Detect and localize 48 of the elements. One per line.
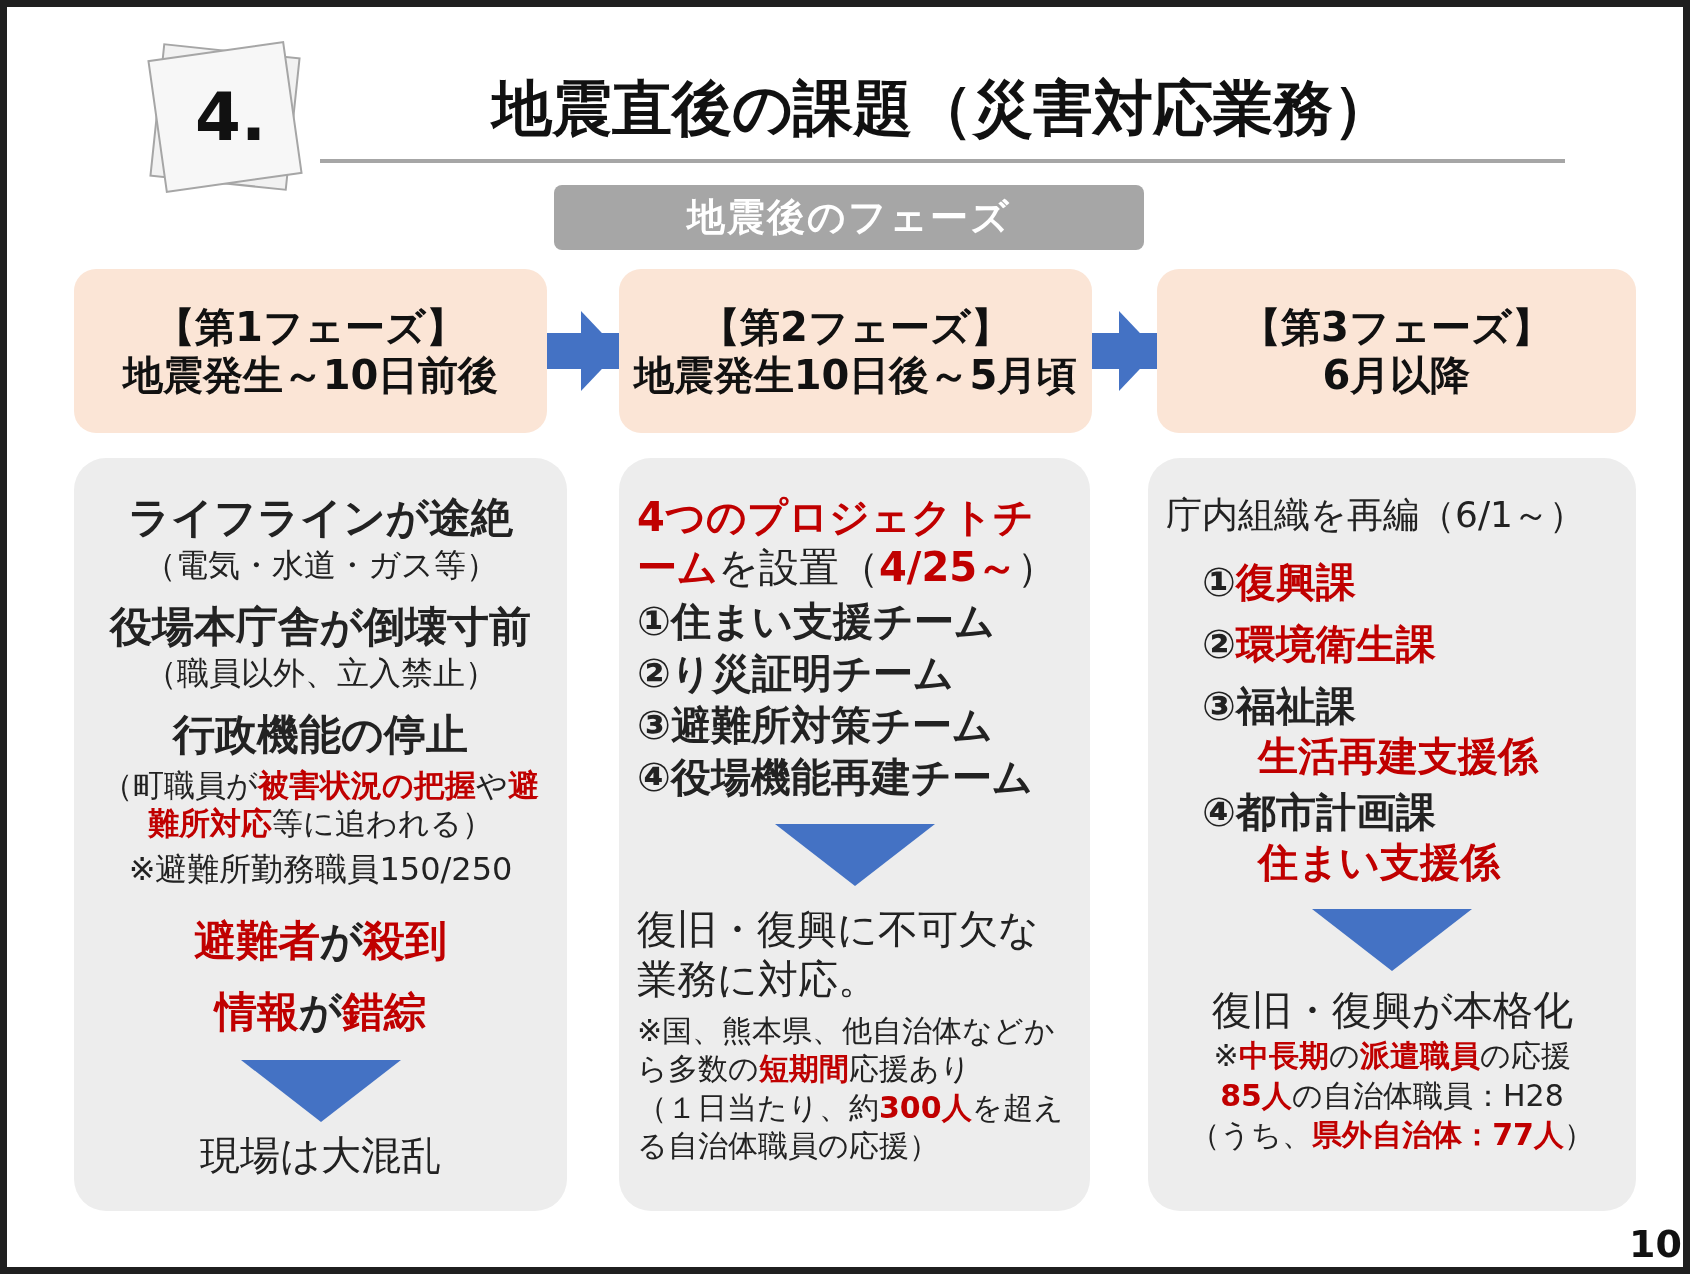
panel-text: 4つのプロジェクトチームを設置（4/25～） [637,493,1059,592]
phase-period: 地震発生10日後～5月頃 [633,351,1078,399]
panel-text: （電気・水道・ガス等） [142,544,499,585]
phase-heading: 【第3フェーズ】 [1240,303,1553,351]
arrow [547,311,619,391]
content-panel [619,458,1090,1211]
panel-text: ③避難所対策チーム [637,701,994,750]
panel-text: ①復興課 [1201,558,1357,607]
panel-text: ④都市計画課 [1201,788,1437,837]
panel-text: （町職員が被害状況の把握や避難所対応等に追われる） [101,765,540,843]
panel-text: 復旧・復興に不可欠な業務に対応。 [637,905,1040,1004]
header-text: 地震後のフェーズ [685,194,1012,241]
panel-text: ④役場機能再建チーム [637,753,1034,802]
phase-box [74,269,547,433]
phase-header-bar [554,185,1144,250]
section-number: 4. [195,85,266,151]
slide-title: 地震直後の課題（災害対応業務） [489,72,1394,145]
panel-text: 庁内組織を再編（6/1～） [1166,493,1586,537]
arrow [1092,311,1157,391]
phase-period: 6月以降 [1321,351,1472,399]
panel-text: ※中長期の派遣職員の応援 [1212,1037,1572,1075]
panel-text: 避難者が殺到 [193,915,448,967]
phase-box [1157,269,1636,433]
panel-text: 役場本庁舎が倒壊寸前 [108,600,532,653]
panel-text: 住まい支援係 [1256,838,1502,887]
panel-text: 行政機能の停止 [171,709,469,761]
panel-text: ②り災証明チーム [637,649,955,698]
content-panel [1148,458,1636,1211]
panel-text: （職員以外、立入禁止） [143,653,498,693]
panel-text: ①住まい支援チーム [637,597,996,646]
phase-box [619,269,1092,433]
page-number: 10 [1629,1225,1682,1263]
panel-text: 85人の自治体職員：H28 [1219,1076,1565,1114]
phase-period: 地震発生～10日前後 [121,351,500,399]
content-panel [74,458,567,1211]
panel-text: 現場は大混乱 [199,1131,442,1180]
phase-heading: 【第1フェーズ】 [154,303,467,351]
panel-text: ③福祉課 [1201,682,1357,731]
panel-text: （うち、県外自治体：77人） [1189,1116,1595,1154]
panel-text: ※避難所勤務職員150/250 [127,849,514,889]
panel-text: ②環境衛生課 [1201,620,1437,669]
panel-text: 情報が錯綜 [212,985,427,1038]
phase-heading: 【第2フェーズ】 [699,303,1012,351]
panel-text: 復旧・復興が本格化 [1210,986,1574,1035]
panel-text: （１日当たり、約300人を超える自治体職員の応援） [637,1089,1065,1164]
panel-text: ライフラインが途絶 [127,492,514,544]
panel-text: 生活再建支援係 [1256,732,1540,781]
panel-text: ※国、熊本県、他自治体などから多数の短期間応援あり [637,1012,1057,1087]
